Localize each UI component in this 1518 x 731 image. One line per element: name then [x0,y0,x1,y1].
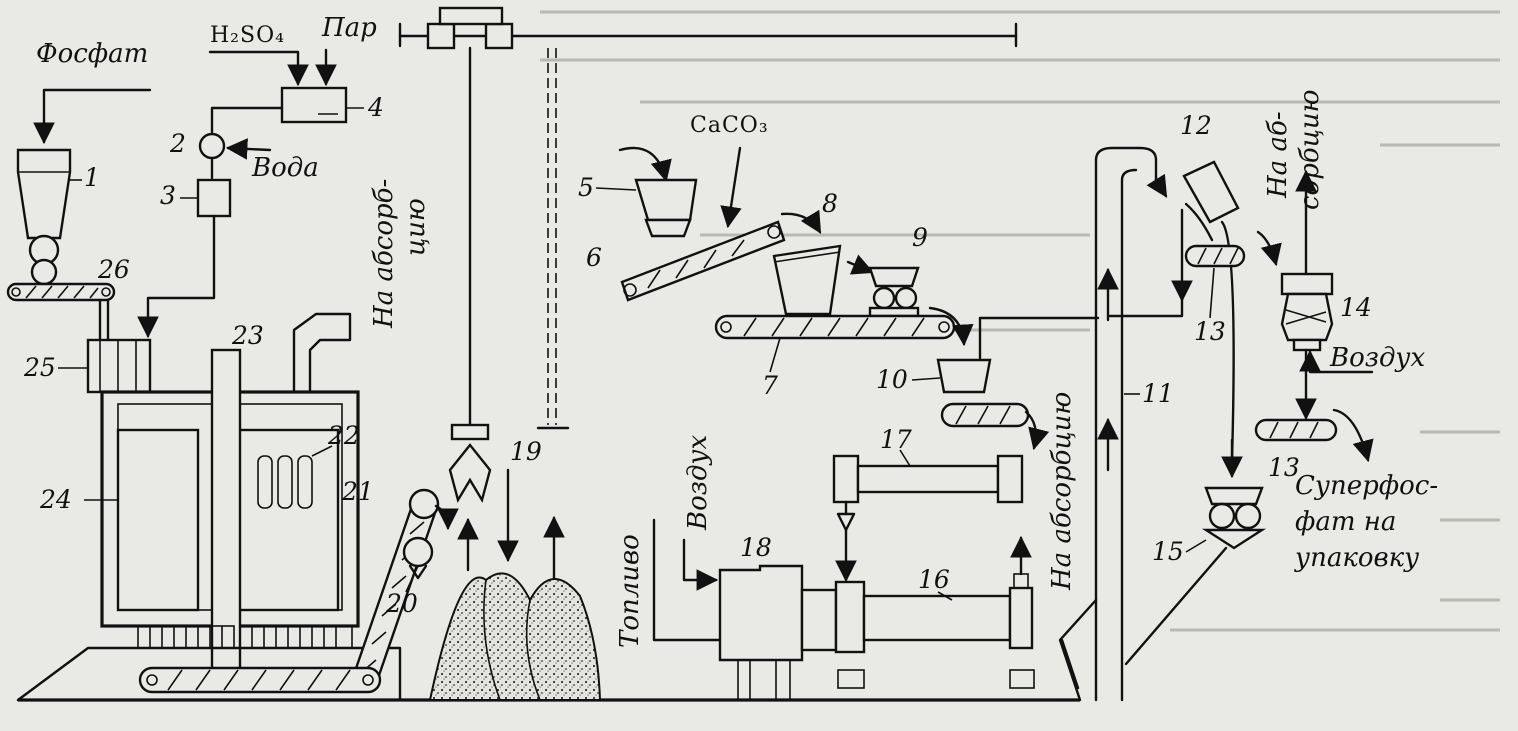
number-15: 15 [1152,537,1184,566]
label-to-absorption-3: На абсорбцию [1047,392,1077,591]
label-to-absorption-1b: цию [401,198,431,256]
number-20: 20 [385,589,418,618]
number-9: 9 [912,223,928,252]
number-26: 26 [97,255,130,284]
number-18: 18 [740,533,772,562]
label-steam: Пар [321,13,377,43]
number-5: 5 [578,173,594,202]
number-6: 6 [586,243,602,272]
label-phosphate: Фосфат [36,39,148,69]
number-2: 2 [169,129,186,158]
number-14: 14 [1340,293,1372,322]
conveyor-26 [6,282,116,302]
crane-rail [398,6,1018,430]
number-12: 12 [1180,111,1212,140]
number-1: 1 [84,163,100,192]
phosphate-hopper [16,88,152,286]
limestone-neutralization [618,146,1100,451]
item-numbers: 1 2 3 4 5 6 7 8 9 10 11 12 13 13 14 15 1… [23,93,1372,618]
label-h2so4: H₂SO₄ [210,23,285,48]
number-23: 23 [231,321,264,350]
number-25: 25 [23,353,56,382]
superphosphate-den [16,298,402,702]
label-product-line1: Суперфос- [1295,471,1438,501]
bucket-elevator [1058,146,1158,702]
number-13a: 13 [1194,317,1226,346]
acid-dosing [137,48,348,339]
label-caco3: CaCO₃ [690,113,769,138]
label-product-line3: упаковку [1294,543,1419,573]
labels: Фосфат H₂SO₄ Пар Вода CaCO₃ Суперфос- фа… [36,13,1438,648]
number-16: 16 [918,565,950,594]
label-water: Вода [251,153,319,183]
number-22: 22 [327,421,360,450]
number-19: 19 [510,437,542,466]
label-to-absorption-2b: сорбцию [1295,89,1325,210]
number-3: 3 [160,181,176,210]
number-21: 21 [341,477,374,506]
number-13b: 13 [1268,453,1300,482]
number-8: 8 [822,189,838,218]
label-to-absorption-2a: На аб- [1263,111,1293,199]
label-fuel: Топливо [615,534,645,648]
label-air-2: Воздух [1329,343,1426,373]
number-4: 4 [367,93,384,122]
label-product-line2: фат на [1295,507,1396,537]
label-to-absorption-1a: На абсорб- [369,179,399,329]
number-17: 17 [880,425,912,454]
label-air-1: Воздух [683,434,713,531]
number-11: 11 [1142,379,1174,408]
number-7: 7 [762,371,778,400]
inclined-conveyor-21 [138,488,459,694]
crane-grab [428,423,602,701]
screening-cooling [1108,160,1374,666]
number-10: 10 [876,365,908,394]
number-24: 24 [39,485,72,514]
dryer-section [652,454,1035,700]
